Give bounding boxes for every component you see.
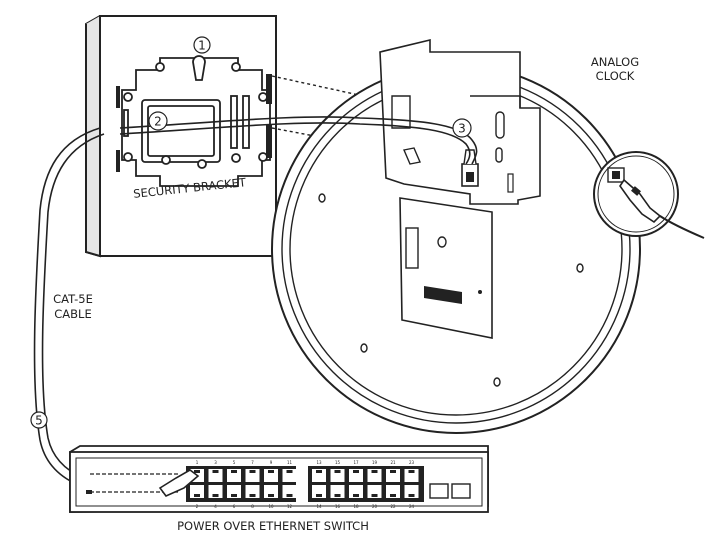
switch-port-latch [353, 494, 359, 497]
analog-clock-label-line2: CLOCK [596, 69, 635, 83]
switch-port-latch [371, 494, 378, 497]
bracket-edge-tabs [116, 74, 272, 172]
port-number-top: 13 [316, 460, 322, 465]
switch-port [264, 469, 278, 482]
analog-clock-back [271, 38, 641, 434]
switch-port-latch [408, 494, 415, 497]
switch-port [367, 485, 382, 498]
callout-2-number: 2 [154, 115, 162, 129]
callout-2: 2 [148, 111, 168, 131]
port-number-top: 21 [390, 460, 396, 465]
switch-port [330, 485, 345, 498]
port-number-top: 7 [251, 460, 254, 465]
switch-port-latch [231, 470, 237, 473]
switch-port-latch [268, 470, 274, 473]
callout-3-number: 3 [458, 122, 466, 136]
callout-5: 5 [30, 411, 48, 429]
port-number-top: 15 [335, 460, 341, 465]
switch-port-latch [249, 470, 256, 473]
port-number-top: 1 [196, 460, 199, 465]
switch-port [208, 485, 223, 498]
port-number-top: 23 [409, 460, 415, 465]
switch-port [282, 469, 297, 482]
cable-label-line2: CABLE [54, 307, 91, 321]
callout-3: 3 [452, 118, 472, 138]
cable-label-line1: CAT-5E [53, 292, 93, 306]
switch-port-latch [286, 494, 293, 497]
analog-clock-label-line1: ANALOG [591, 55, 639, 69]
port-number-bottom: 4 [214, 504, 217, 509]
switch-port [208, 469, 223, 482]
switch-port [404, 469, 419, 482]
switch-rj45-plug [158, 469, 200, 497]
switch-ports [190, 469, 419, 498]
switch-port-latch [408, 470, 415, 473]
port-number-bottom: 16 [335, 504, 341, 509]
switch-port [227, 469, 241, 482]
switch-port [264, 485, 278, 498]
switch-port-latch [212, 470, 219, 473]
switch-port-latch [249, 494, 256, 497]
callout-1: 1 [193, 36, 211, 54]
switch-port [282, 485, 297, 498]
switch-port-latch [390, 494, 396, 497]
port-number-bottom: 2 [196, 504, 199, 509]
switch-port-latch [194, 470, 200, 473]
callout-1-number: 1 [198, 39, 206, 53]
switch-port-latch [371, 470, 378, 473]
switch-port [312, 485, 326, 498]
switch-port-latch [268, 494, 274, 497]
switch-port [386, 469, 400, 482]
port-number-bottom: 18 [353, 504, 359, 509]
switch-port-latch [390, 470, 396, 473]
port-number-bottom: 24 [409, 504, 415, 509]
switch-port [330, 469, 345, 482]
port-number-bottom: 14 [316, 504, 322, 509]
switch-port-latch [194, 494, 200, 497]
switch-port [386, 485, 400, 498]
port-number-top: 9 [270, 460, 273, 465]
poe-switch [69, 445, 489, 513]
switch-port-latch [231, 494, 237, 497]
switch-port [312, 469, 326, 482]
switch-port-latch [316, 494, 322, 497]
port-number-top: 11 [287, 460, 293, 465]
switch-port [245, 485, 260, 498]
port-number-bottom: 8 [251, 504, 254, 509]
switch-port [190, 485, 204, 498]
switch-port-latch [334, 494, 341, 497]
port-number-top: 19 [372, 460, 378, 465]
switch-port-latch [286, 470, 293, 473]
switch-port [227, 485, 241, 498]
switch-port [245, 469, 260, 482]
poe-switch-label: POWER OVER ETHERNET SWITCH [177, 519, 369, 533]
port-number-bottom: 12 [287, 504, 293, 509]
port-number-bottom: 20 [372, 504, 378, 509]
switch-port-latch [316, 470, 322, 473]
port-number-bottom: 22 [390, 504, 396, 509]
switch-port-latch [212, 494, 219, 497]
switch-port [349, 469, 363, 482]
security-bracket [121, 55, 271, 187]
port-number-top: 5 [233, 460, 236, 465]
switch-port [349, 485, 363, 498]
switch-port [404, 485, 419, 498]
port-number-bottom: 10 [268, 504, 274, 509]
switch-port-latch [334, 470, 341, 473]
connector-magnifier [593, 151, 705, 239]
switch-port-latch [353, 470, 359, 473]
callout-5-number: 5 [35, 414, 43, 428]
switch-port [367, 469, 382, 482]
port-number-bottom: 6 [233, 504, 236, 509]
port-number-top: 3 [214, 460, 217, 465]
port-number-top: 17 [353, 460, 359, 465]
